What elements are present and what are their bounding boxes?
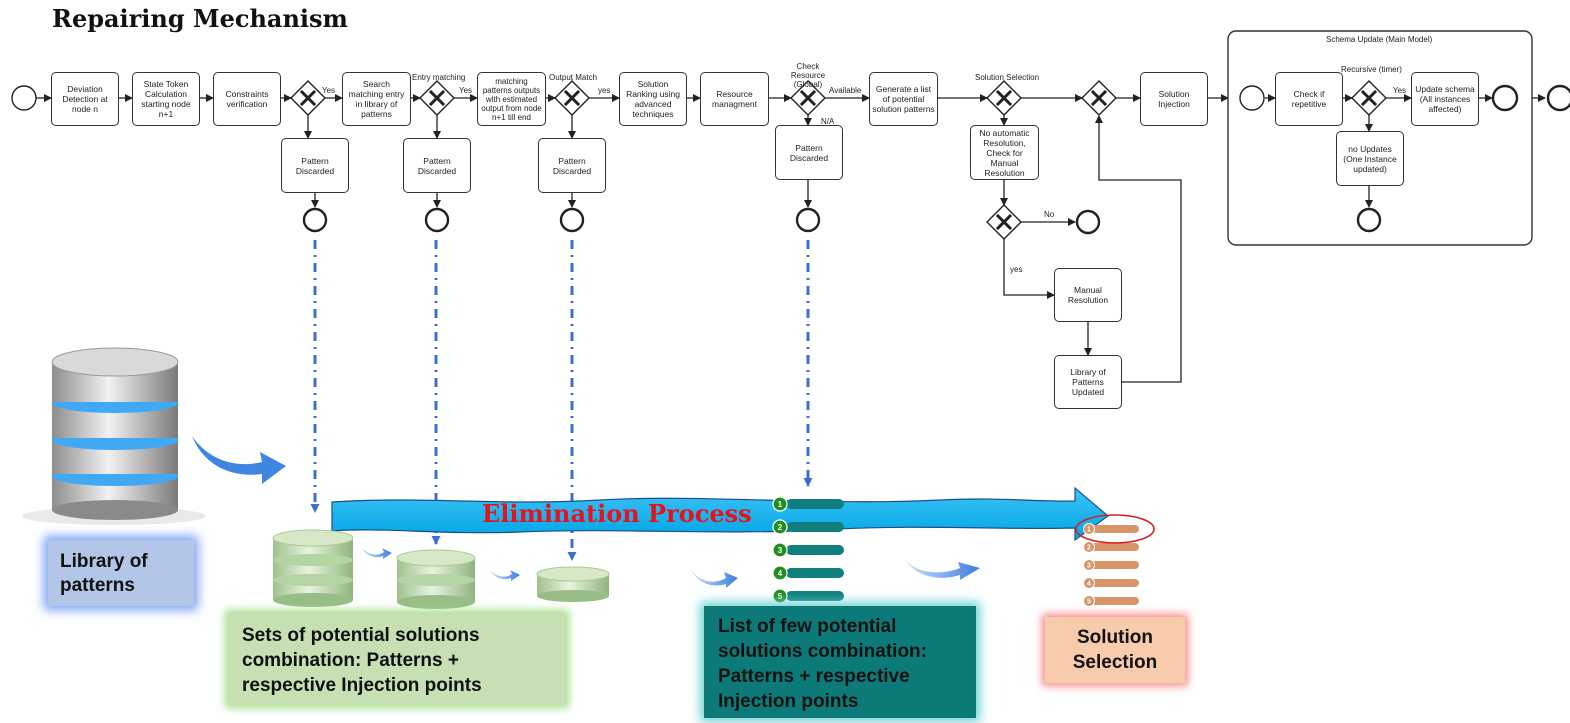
task-pattern-discarded: Pattern Discarded bbox=[538, 138, 606, 193]
gateway-label-check-resource: Check Resource (Global) bbox=[790, 62, 826, 89]
gateway-label-recursive: Recursive (timer) bbox=[1341, 65, 1402, 74]
task-pattern-discarded: Pattern Discarded bbox=[281, 138, 349, 193]
task-generate-list: Generate a list of potential solution pa… bbox=[869, 72, 938, 126]
selection-list-bar bbox=[1090, 525, 1139, 533]
ranked-list-bar bbox=[786, 499, 844, 509]
selection-list-number: 2 bbox=[1087, 545, 1091, 552]
gateway-label-entry-matching: Entry matching bbox=[412, 73, 466, 82]
task-solution-ranking: Solution Ranking using advanced techniqu… bbox=[619, 72, 687, 126]
selection-list-badge bbox=[1083, 577, 1095, 589]
flow-label-no: No bbox=[1044, 210, 1055, 219]
flow-label-yes: yes bbox=[598, 86, 611, 95]
exclusive-gateway-icon bbox=[986, 204, 1022, 240]
task-manual-resolution: Manual Resolution bbox=[1054, 268, 1122, 322]
ranked-list-badge bbox=[772, 519, 788, 535]
selection-list-number: 4 bbox=[1087, 581, 1091, 588]
flow-label-yes: yes bbox=[1010, 265, 1023, 274]
selection-list-bar bbox=[1090, 561, 1139, 569]
potential-solution-sets-callout: Sets of potential solutions combination:… bbox=[228, 613, 566, 705]
ranked-list-bar bbox=[786, 568, 844, 578]
ranked-list-bar bbox=[786, 545, 844, 555]
library-of-patterns-callout: Library of patterns bbox=[48, 540, 194, 606]
ranked-list-badge bbox=[772, 496, 788, 512]
elimination-process-label: Elimination Process bbox=[482, 499, 752, 528]
flow-label-available: Available bbox=[829, 86, 862, 95]
task-solution-injection: Solution Injection bbox=[1140, 72, 1208, 126]
green-database-small bbox=[536, 566, 610, 602]
selection-list-bar bbox=[1090, 579, 1139, 587]
selection-list-bar bbox=[1090, 597, 1139, 605]
few-potential-solutions-callout: List of few potential solutions combinat… bbox=[704, 606, 976, 718]
task-resource-management: Resource managment bbox=[700, 72, 769, 126]
ranked-list-number: 3 bbox=[778, 546, 783, 555]
ranked-list-number: 2 bbox=[778, 523, 783, 532]
selection-list-badge bbox=[1083, 541, 1095, 553]
subprocess-title: Schema Update (Main Model) bbox=[1326, 35, 1433, 44]
exclusive-gateway-icon bbox=[290, 80, 326, 116]
selection-list-number: 5 bbox=[1087, 599, 1091, 606]
page-title: Repairing Mechanism bbox=[52, 4, 348, 33]
task-no-updates: no Updates (One Instance updated) bbox=[1336, 131, 1404, 186]
flow-label-yes: Yes bbox=[1393, 86, 1407, 95]
gateway-label-solution-selection: Solution Selection bbox=[975, 73, 1040, 82]
ranked-list-number: 5 bbox=[778, 592, 783, 601]
solution-selection-callout: Solution Selection bbox=[1045, 617, 1185, 683]
task-search-library: Search matching entry in library of patt… bbox=[342, 72, 411, 126]
task-deviation-detection: Deviation Detection at node n bbox=[51, 72, 119, 126]
ranked-list-number: 1 bbox=[778, 500, 783, 509]
ranked-list-bar bbox=[786, 591, 844, 601]
exclusive-gateway-icon bbox=[1081, 80, 1117, 116]
gateway-label-output-match: Output Match bbox=[549, 73, 598, 82]
selection-list-bar bbox=[1090, 543, 1139, 551]
task-state-token-calculation: State Token Calculation starting node n+… bbox=[132, 72, 200, 126]
ranked-list-badge bbox=[772, 542, 788, 558]
task-library-updated: Library of Patterns Updated bbox=[1054, 355, 1122, 409]
ranked-list-bar bbox=[786, 522, 844, 532]
task-update-schema: Update schema (All instances affected) bbox=[1411, 72, 1479, 126]
task-check-repetitive: Check if repetitive bbox=[1275, 72, 1343, 126]
flow-label-yes: Yes bbox=[322, 86, 336, 95]
green-database-large bbox=[272, 529, 354, 607]
exclusive-gateway-icon bbox=[419, 80, 455, 116]
selection-list-badge bbox=[1083, 595, 1095, 607]
exclusive-gateway-icon bbox=[554, 80, 590, 116]
selection-list-number: 3 bbox=[1087, 563, 1091, 570]
ranked-list-badge bbox=[772, 588, 788, 604]
selection-list-badge bbox=[1083, 523, 1095, 535]
exclusive-gateway-icon bbox=[1351, 80, 1387, 116]
flow-label-yes: Yes bbox=[459, 86, 473, 95]
flow-label-na: N/A bbox=[821, 117, 835, 126]
task-matching-outputs: matching patterns outputs with estimated… bbox=[477, 72, 546, 126]
selection-list-number: 1 bbox=[1087, 527, 1091, 534]
task-no-automatic-resolution: No automatic Resolution, Check for Manua… bbox=[970, 125, 1039, 180]
exclusive-gateway-icon bbox=[790, 80, 826, 116]
library-database-icon bbox=[22, 347, 206, 525]
ranked-list-badge bbox=[772, 565, 788, 581]
task-pattern-discarded: Pattern Discarded bbox=[775, 125, 843, 180]
green-database-medium bbox=[396, 549, 476, 609]
exclusive-gateway-icon bbox=[986, 80, 1022, 116]
task-pattern-discarded: Pattern Discarded bbox=[403, 138, 471, 193]
selection-list-badge bbox=[1083, 559, 1095, 571]
ranked-list-number: 4 bbox=[778, 569, 783, 578]
task-constraints-verification: Constraints verification bbox=[213, 72, 281, 126]
